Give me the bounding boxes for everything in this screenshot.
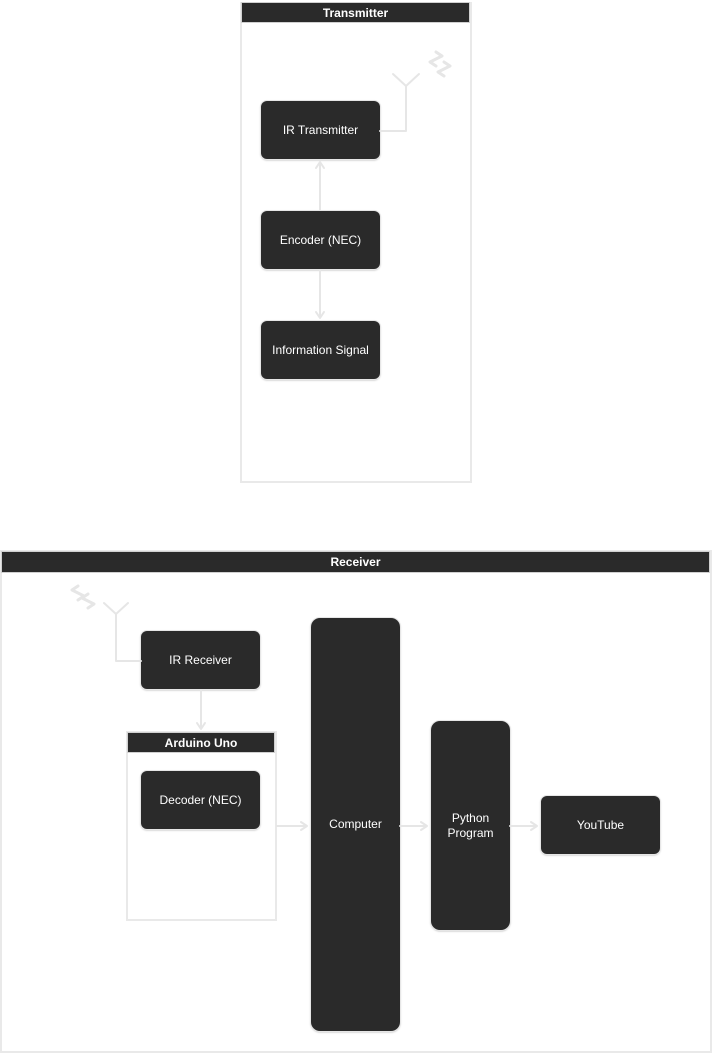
transmitter-title: Transmitter — [241, 2, 470, 23]
receiver-title: Receiver — [1, 551, 710, 573]
computer-block: Computer — [311, 618, 400, 1031]
decoder-block: Decoder (NEC) — [141, 771, 260, 829]
python-program-label-line1: Python — [451, 810, 490, 825]
arduino-uno-title: Arduino Uno — [127, 732, 275, 753]
youtube-block: YouTube — [541, 796, 660, 854]
python-program-label-line2: Program — [447, 825, 494, 840]
python-program-block: Python Program — [431, 721, 510, 930]
encoder-block: Encoder (NEC) — [261, 211, 380, 269]
information-signal-block: Information Signal — [261, 321, 380, 379]
ir-receiver-block: IR Receiver — [141, 631, 260, 689]
ir-transmitter-block: IR Transmitter — [261, 101, 380, 159]
